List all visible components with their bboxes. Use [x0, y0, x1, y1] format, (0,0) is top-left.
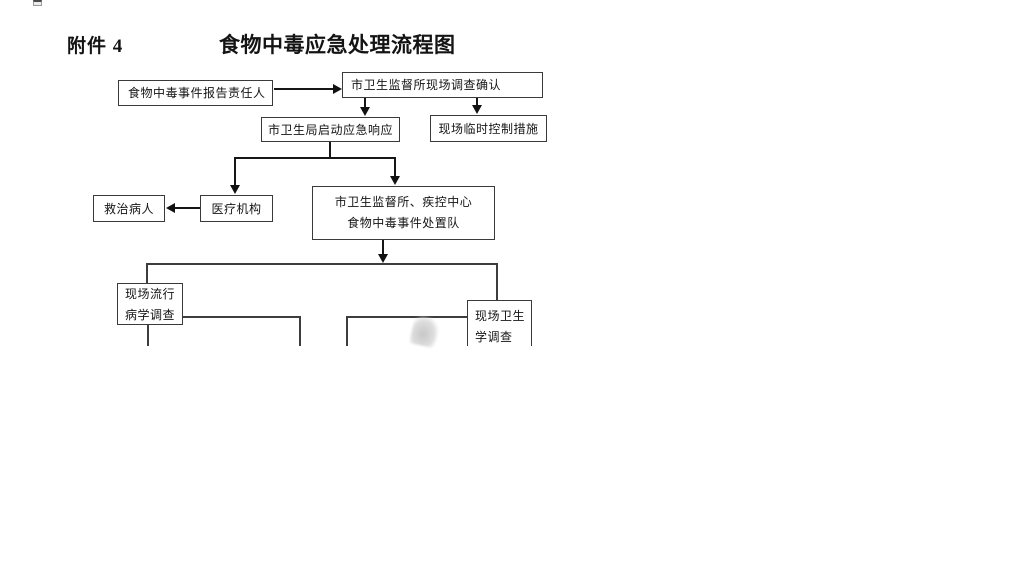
- page-title: 食物中毒应急处理流程图: [219, 33, 456, 57]
- node-onsite-investigation-confirm: 市卫生监督所现场调查确认: [342, 72, 543, 98]
- connector-confirm-to-response: [364, 98, 366, 108]
- arrowhead-split-to-team: [390, 176, 400, 185]
- node-disposal-team-line1: 市卫生监督所、疾控中心: [334, 195, 473, 209]
- node-emergency-response-start: 市卫生局启动应急响应: [261, 117, 400, 142]
- node-hygiene-line1: 现场卫生: [475, 309, 526, 323]
- page-corner-artifact-icon: [33, 0, 42, 6]
- connector-confirm-to-control: [476, 98, 478, 106]
- attachment-label: 附件 4: [67, 36, 124, 57]
- scan-smudge: [409, 314, 441, 349]
- connector-medical-to-treat: [174, 207, 200, 209]
- node-treat-patients: 救治病人: [93, 195, 165, 222]
- node-disposal-team: 市卫生监督所、疾控中心 食物中毒事件处置队: [312, 186, 495, 240]
- node-epidemiology-line2: 病学调查: [125, 308, 176, 322]
- connector-hygiene-left-branch: [347, 316, 467, 318]
- arrowhead-medical-to-treat: [166, 203, 175, 213]
- connector-reporter-to-confirm: [274, 88, 333, 90]
- connector-response-stem: [329, 142, 331, 158]
- connector-bar-to-hygiene: [496, 263, 498, 301]
- connector-epi-down-stub: [147, 325, 149, 346]
- connector-response-split-bar: [234, 157, 396, 159]
- node-epidemiology-line1: 现场流行: [125, 287, 176, 301]
- connector-split-to-team: [394, 157, 396, 177]
- arrowhead-reporter-to-confirm: [333, 84, 342, 94]
- arrowhead-confirm-to-response: [360, 107, 370, 116]
- connector-epi-branch-down-stub: [299, 316, 301, 346]
- node-medical-institution: 医疗机构: [200, 195, 273, 222]
- connector-bar-to-epi: [146, 263, 148, 284]
- node-epidemiology-investigation: 现场流行 病学调查: [117, 283, 183, 325]
- node-hygiene-investigation: 现场卫生 学调查: [467, 300, 532, 346]
- connector-team-stem: [382, 240, 384, 255]
- connector-epi-right-branch: [183, 316, 301, 318]
- connector-distribution-bar: [147, 263, 498, 265]
- node-hygiene-line2: 学调查: [475, 330, 513, 344]
- node-temporary-control-measures: 现场临时控制措施: [430, 115, 547, 142]
- node-disposal-team-line2: 食物中毒事件处置队: [347, 216, 460, 230]
- connector-hygiene-branch-down-stub: [346, 316, 348, 346]
- arrowhead-team-to-bar: [378, 254, 388, 263]
- arrowhead-confirm-to-control: [472, 105, 482, 114]
- node-report-responsible-person: 食物中毒事件报告责任人: [118, 80, 273, 106]
- connector-split-to-medical: [234, 157, 236, 186]
- arrowhead-split-to-medical: [230, 185, 240, 194]
